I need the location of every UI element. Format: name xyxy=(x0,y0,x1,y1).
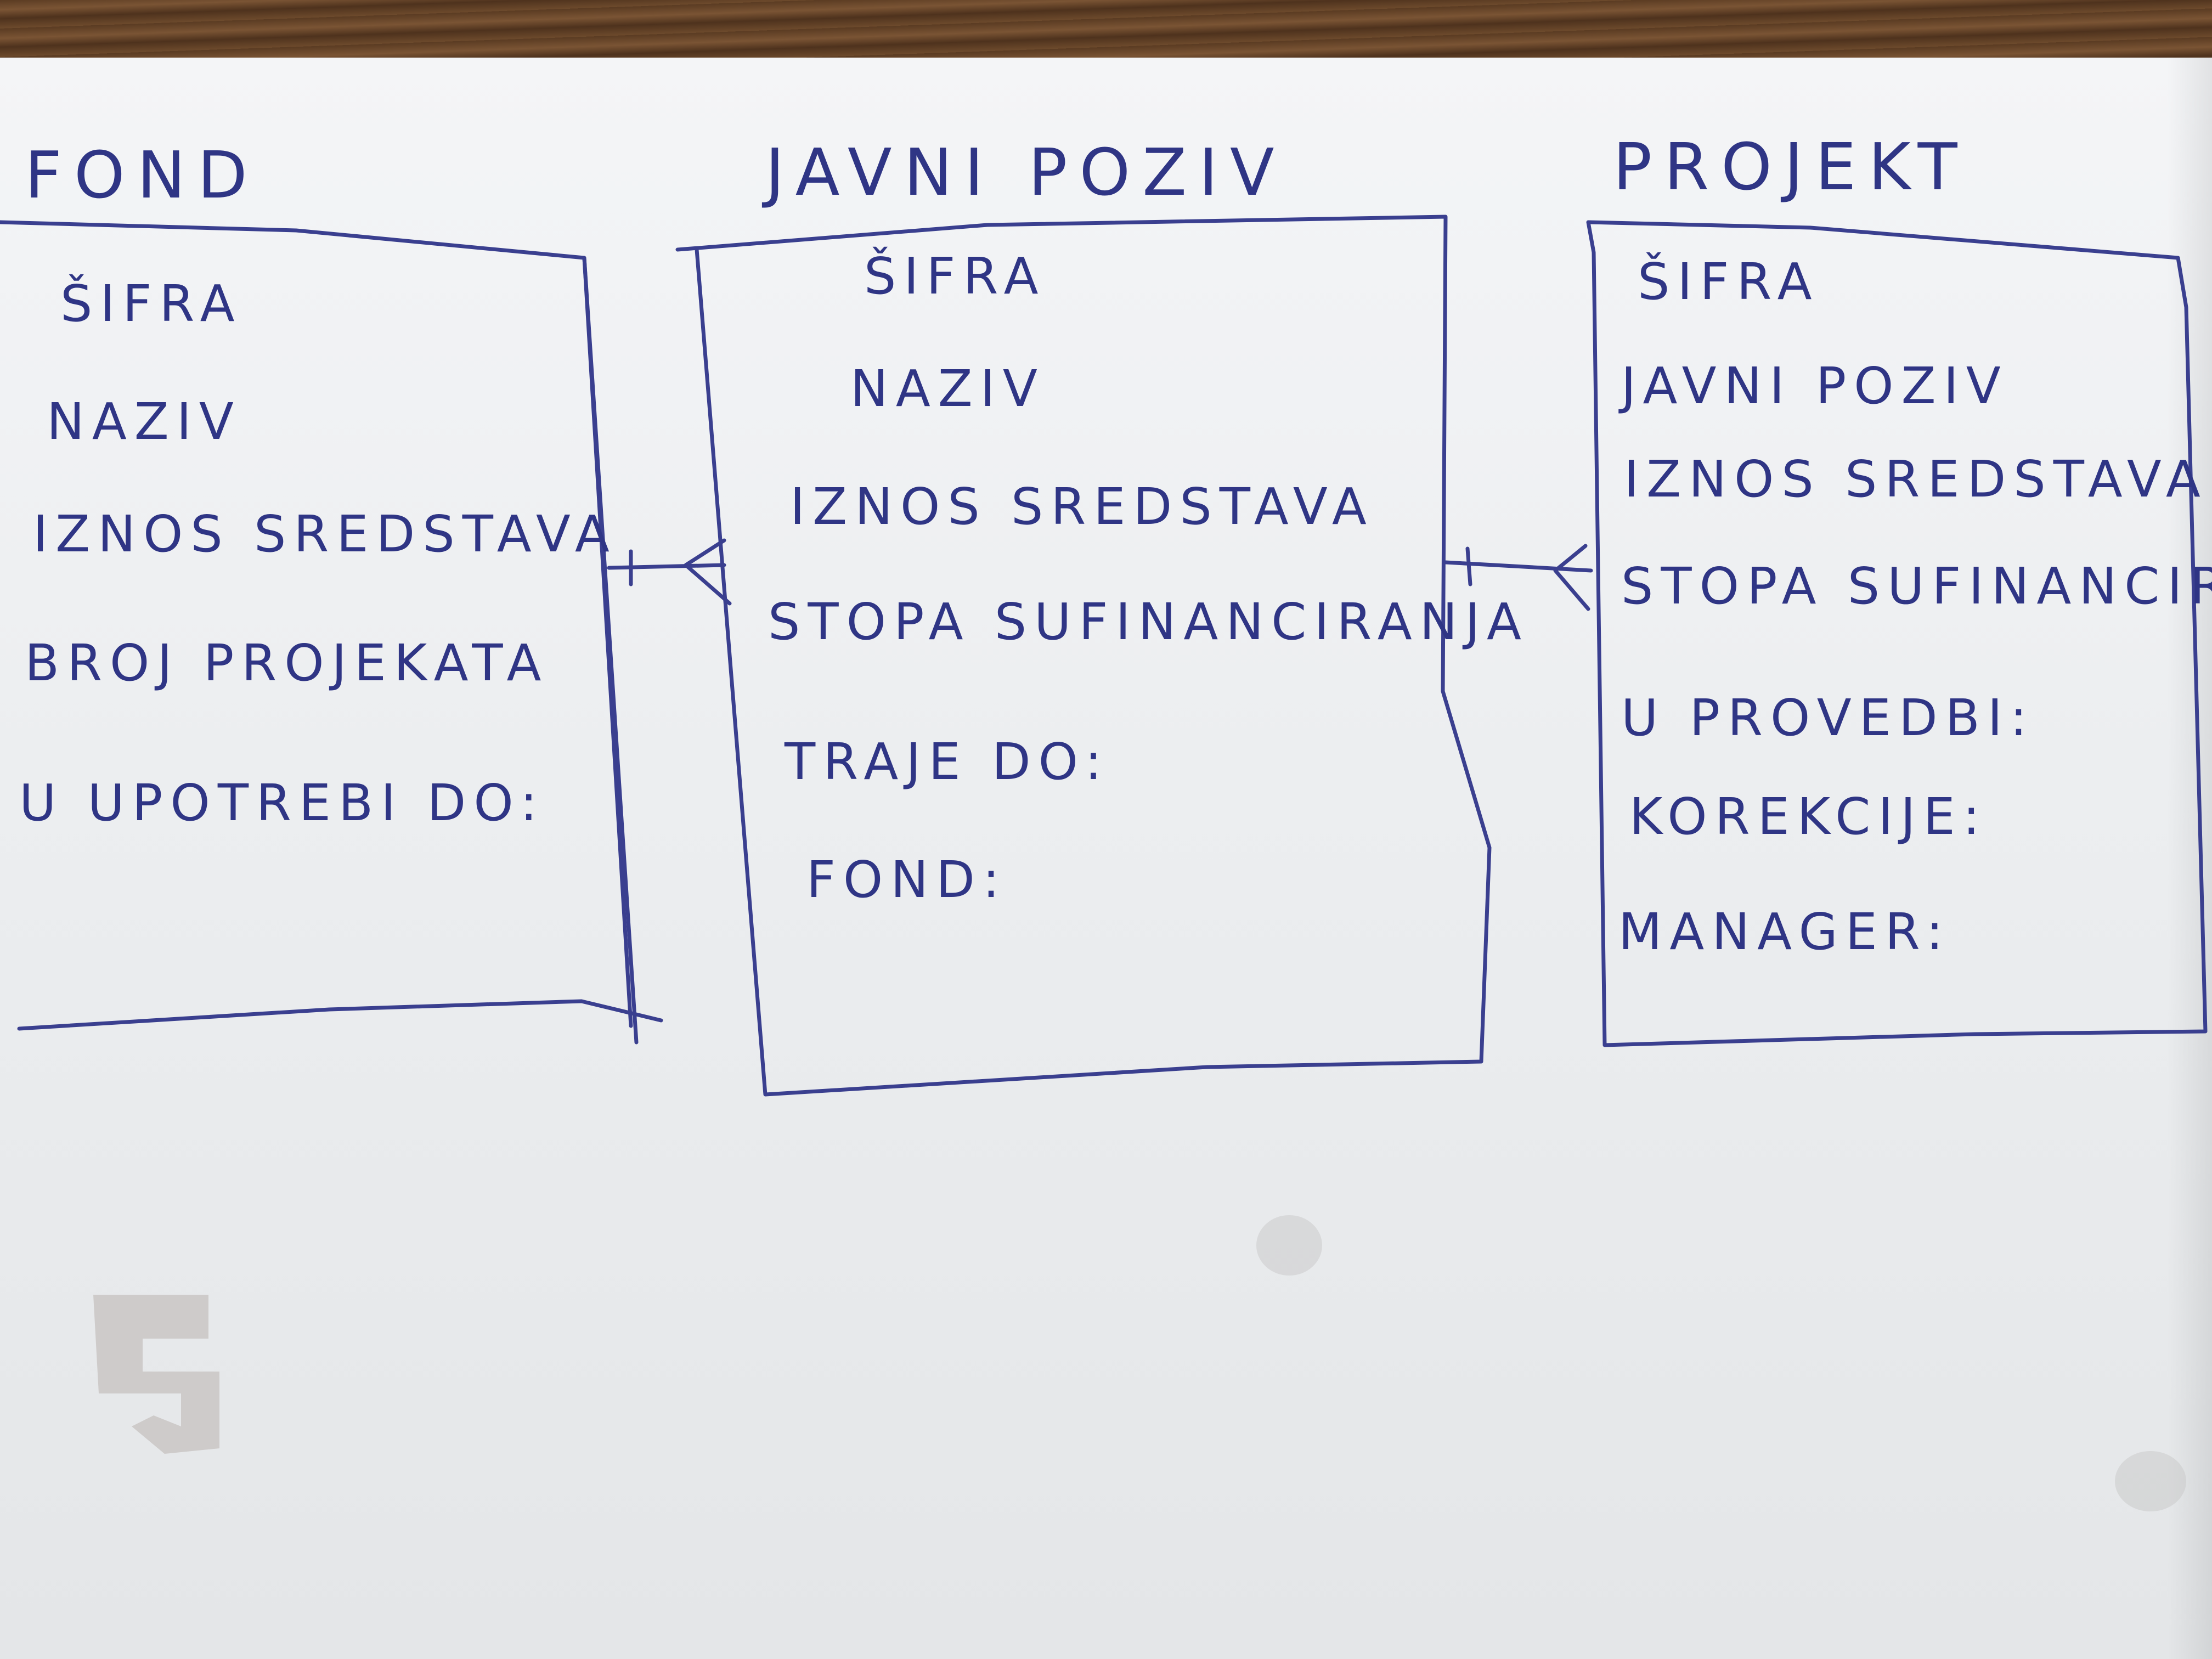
attribute: BROJ PROJEKATA xyxy=(25,634,549,692)
paper-sheet xyxy=(0,58,2212,1659)
attribute: IZNOS SREDSTAVA: xyxy=(1624,450,2212,509)
faded-stamp-mark xyxy=(93,1295,219,1454)
attribute: JAVNI POZIV xyxy=(1618,357,2008,415)
attribute: ŠIFRA xyxy=(1638,251,1820,311)
attribute: U PROVEDBI: xyxy=(1621,689,2035,747)
attribute: ŠIFRA xyxy=(60,273,242,333)
attribute: KOREKCIJE: xyxy=(1629,787,1988,846)
entity-title: JAVNI POZIV xyxy=(761,134,1286,210)
attribute: IZNOS SREDSTAVA xyxy=(790,477,1374,536)
entity-title: FOND xyxy=(25,137,259,213)
attribute: TRAJE DO: xyxy=(784,732,1109,791)
attribute: STOPA SUFINANCIRANJA: xyxy=(1621,557,2212,616)
attribute: IZNOS SREDSTAVA xyxy=(33,505,617,563)
one-end-marker xyxy=(1465,546,1472,586)
attribute: NAZIV xyxy=(850,359,1045,418)
attribute: FOND: xyxy=(806,850,1007,909)
entity-box-outline xyxy=(675,215,1492,1097)
paper-edge-shadow xyxy=(2167,58,2212,1659)
entity-box-outline xyxy=(0,220,633,1028)
entity-box-outline xyxy=(1586,220,2208,1047)
attribute: ŠIFRA xyxy=(864,246,1046,306)
entity-box-right-edge xyxy=(582,256,639,1045)
entity-javni-poziv: JAVNI POZIV ŠIFRA NAZIV IZNOS SREDSTAVA … xyxy=(675,134,1529,1097)
attribute: NAZIV xyxy=(47,392,241,451)
attribute: STOPA SUFINANCIRANJA xyxy=(768,592,1529,651)
crow-foot-many-marker xyxy=(684,538,732,606)
paper-smudge xyxy=(2115,1451,2186,1511)
entity-fond: FOND ŠIFRA NAZIV IZNOS SREDSTAVA BROJ PR… xyxy=(0,137,663,1045)
entity-title: PROJEKT xyxy=(1613,129,1970,205)
entity-projekt: PROJEKT ŠIFRA JAVNI POZIV IZNOS SREDSTAV… xyxy=(1586,129,2212,1047)
attribute: U UPOTREBI DO: xyxy=(19,774,545,832)
relationship-line xyxy=(607,563,726,570)
relationship-fond-javni-poziv xyxy=(607,538,732,606)
entity-box-bottom-edge xyxy=(17,999,663,1031)
crow-foot-many-marker xyxy=(1553,544,1590,611)
attribute: MANAGER: xyxy=(1618,902,1951,961)
relationship-javni-poziv-projekt xyxy=(1443,544,1593,611)
paper-smudge xyxy=(1256,1215,1322,1276)
